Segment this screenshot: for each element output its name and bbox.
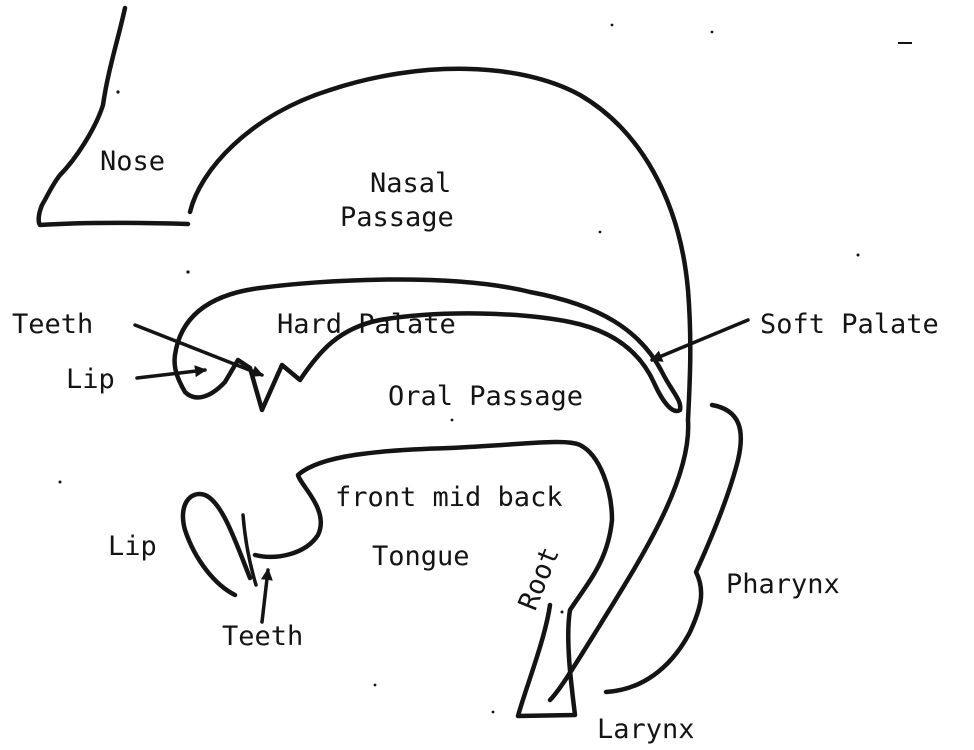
label-root: Root [513,543,566,615]
pharynx-brace [606,405,741,692]
label-tongue: Tongue [372,541,470,572]
lip-upper-arrow [137,370,205,378]
label-oral-passage: Oral Passage [388,381,583,412]
label-teeth-lower: Teeth [222,621,303,652]
label-pharynx: Pharynx [726,569,840,600]
label-nasal: Nasal [370,168,451,199]
lower-lip-outline [183,494,250,595]
label-larynx: Larynx [597,714,695,745]
speck [374,684,377,687]
speck [711,31,714,34]
soft-palate-arrow [652,320,748,360]
speck [561,611,564,614]
label-tongue-positions: front mid back [335,482,563,513]
speck [451,419,454,422]
speck [857,254,860,257]
label-passage: Passage [340,202,454,233]
speck [186,270,189,273]
label-teeth-upper: Teeth [12,309,93,340]
label-soft-palate: Soft Palate [760,309,939,340]
label-lip-upper: Lip [66,364,115,395]
speck [116,90,119,93]
label-lip-lower: Lip [108,531,157,562]
nose-outline [39,8,188,225]
teeth-lower-arrow [262,570,268,622]
speck [898,42,912,44]
speck [599,231,602,234]
speck [611,24,614,27]
speck [59,481,62,484]
speck [492,711,495,714]
label-hard-palate: Hard Palate [277,309,456,340]
label-nose: Nose [100,146,165,177]
teeth-upper-arrow [135,325,262,375]
